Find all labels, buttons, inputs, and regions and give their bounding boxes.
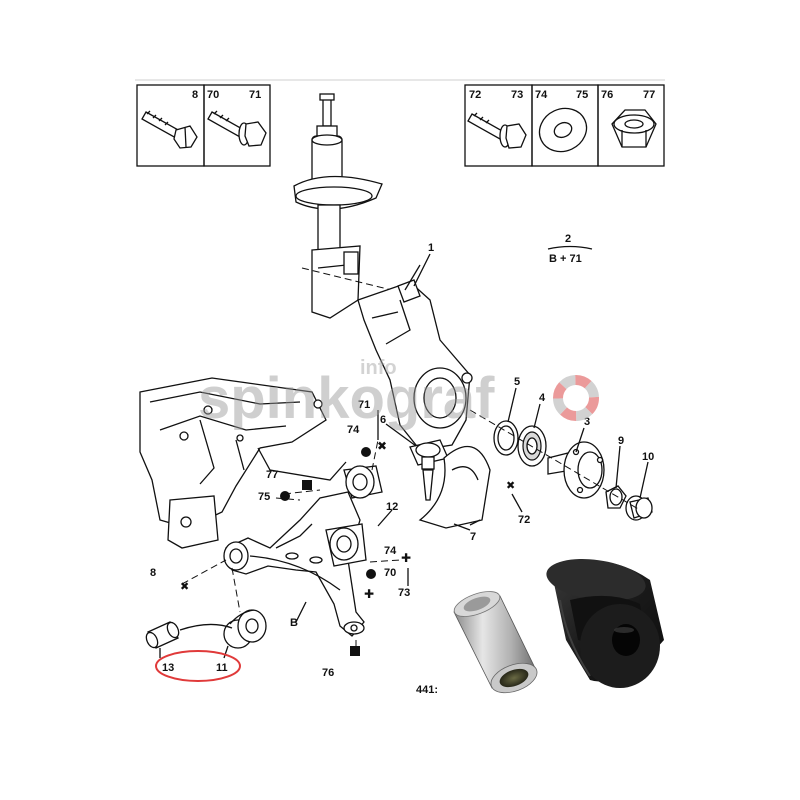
callout-77: 77 bbox=[266, 469, 278, 481]
marker-symbols: ✖ ✚ ✚ ✖ ✖ bbox=[180, 439, 515, 656]
highlight-ellipse bbox=[155, 650, 241, 682]
strut-assembly bbox=[293, 93, 417, 319]
callout-72: 72 bbox=[518, 514, 530, 526]
svg-text:✖: ✖ bbox=[377, 439, 387, 453]
callout-74-top: 74 bbox=[347, 424, 360, 436]
callout-5: 5 bbox=[514, 376, 520, 388]
svg-text:✚: ✚ bbox=[364, 587, 374, 601]
box-label-72: 72 bbox=[469, 89, 481, 101]
subframe bbox=[139, 377, 347, 549]
box-label-75: 75 bbox=[576, 89, 588, 101]
header-box-left: 8 70 71 bbox=[135, 79, 665, 167]
svg-text:✖: ✖ bbox=[506, 480, 515, 492]
callout-75: 75 bbox=[258, 491, 270, 503]
wheel-hub bbox=[547, 441, 605, 499]
callout-B: B bbox=[290, 617, 298, 629]
callout-4: 4 bbox=[539, 392, 546, 404]
formula-top: 2 bbox=[565, 233, 571, 245]
callout-12: 12 bbox=[386, 501, 398, 513]
callout-7: 7 bbox=[470, 531, 476, 543]
box-label-73: 73 bbox=[511, 89, 523, 101]
callout-70: 70 bbox=[384, 567, 396, 579]
leader-lines bbox=[159, 253, 649, 659]
bolt-icon bbox=[141, 110, 198, 149]
hub-cap bbox=[625, 495, 653, 521]
watermark-sub: info bbox=[360, 357, 397, 379]
box-label-76: 76 bbox=[601, 89, 613, 101]
box-label-70: 70 bbox=[207, 89, 219, 101]
callout-8: 8 bbox=[150, 567, 156, 579]
svg-text:✚: ✚ bbox=[401, 551, 411, 565]
bushing-11 bbox=[223, 609, 267, 649]
box-label-8: 8 bbox=[192, 89, 198, 101]
callout-71: 71 bbox=[358, 399, 370, 411]
lifebuoy-icon bbox=[553, 375, 599, 421]
callout-11: 11 bbox=[216, 662, 228, 674]
flange-bolt-icon bbox=[467, 112, 527, 149]
box-label-74: 74 bbox=[535, 89, 548, 101]
circlip bbox=[493, 420, 519, 456]
sleeve-13 bbox=[145, 621, 180, 649]
lower-control-arm bbox=[223, 465, 383, 637]
callout-6: 6 bbox=[380, 414, 386, 426]
nut-icon bbox=[611, 109, 657, 148]
callout-1: 1 bbox=[428, 242, 434, 254]
callout-9: 9 bbox=[618, 435, 624, 447]
watermark: spinkograf info bbox=[198, 357, 599, 431]
flange-bolt-icon bbox=[207, 110, 267, 147]
formula-note: 2 B + 71 bbox=[547, 233, 593, 265]
ball-joint bbox=[409, 439, 449, 501]
watermark-text: spinkograf bbox=[198, 366, 495, 431]
callout-labels: 1 5 4 3 9 10 71 6 74 77 75 12 7 72 74 70… bbox=[150, 242, 654, 679]
box-label-77: 77 bbox=[643, 89, 655, 101]
svg-text:✖: ✖ bbox=[180, 581, 189, 593]
hub-nut bbox=[605, 485, 627, 509]
callout-73: 73 bbox=[398, 587, 410, 599]
callout-76: 76 bbox=[322, 667, 334, 679]
brake-shield bbox=[418, 445, 491, 529]
callout-74-bottom: 74 bbox=[384, 545, 397, 557]
header-box-right: 72 73 74 75 76 77 bbox=[464, 84, 665, 167]
formula-bottom: B + 71 bbox=[549, 253, 582, 265]
page-code: 441: bbox=[416, 684, 438, 696]
box-label-71: 71 bbox=[249, 89, 261, 101]
steering-knuckle bbox=[357, 264, 473, 451]
callout-13: 13 bbox=[162, 662, 174, 674]
callout-3: 3 bbox=[584, 416, 590, 428]
washer-icon bbox=[538, 107, 588, 153]
rubber-bushing-photo bbox=[546, 559, 664, 688]
metal-sleeve-photo bbox=[453, 591, 538, 694]
callout-10: 10 bbox=[642, 451, 654, 463]
